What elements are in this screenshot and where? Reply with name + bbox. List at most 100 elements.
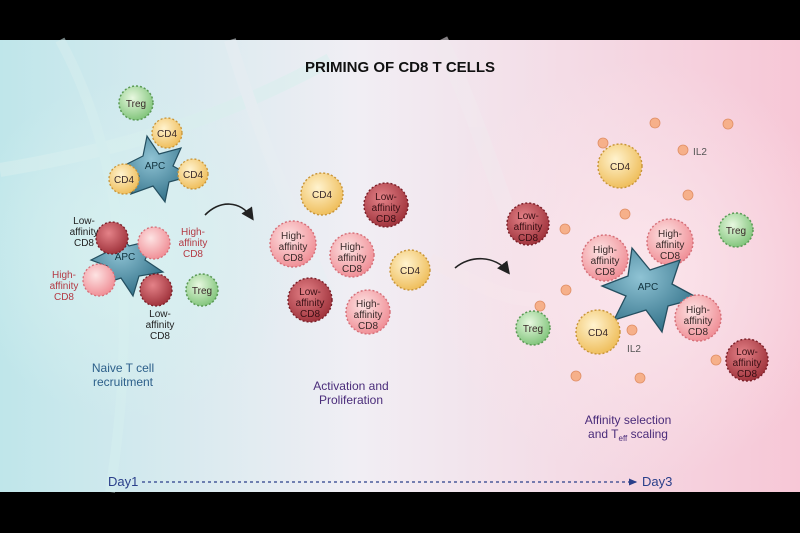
treg-cell: Treg <box>118 85 154 121</box>
treg-cell: Treg <box>718 212 754 248</box>
svg-text:CD4: CD4 <box>114 175 134 186</box>
svg-text:CD8: CD8 <box>358 321 378 332</box>
annotation-high-affinity: CD8 <box>54 292 74 303</box>
cd4-cell: CD4 <box>151 117 183 149</box>
process-arrow <box>204 203 254 221</box>
svg-text:APC: APC <box>638 282 659 293</box>
cd4-cell: CD4 <box>177 158 209 190</box>
high-affinity-cd8-cell: High- affinity CD8 <box>329 232 375 278</box>
annotation-low-affinity: CD8 <box>74 238 94 249</box>
svg-text:High-: High- <box>658 229 682 240</box>
svg-text:CD8: CD8 <box>342 264 362 275</box>
stage2-label: Proliferation <box>319 393 383 407</box>
stage3-label: Affinity selection <box>585 413 672 427</box>
svg-text:affinity: affinity <box>279 242 308 253</box>
svg-text:Treg: Treg <box>126 99 146 110</box>
svg-text:CD4: CD4 <box>588 328 608 339</box>
cd4-cell: CD4 <box>575 309 621 355</box>
stage3: IL2 IL2 CD4 Low- affinity CD8 Treg High-… <box>506 117 769 443</box>
svg-text:affinity: affinity <box>656 240 685 251</box>
annotation-high-affinity: CD8 <box>183 249 203 260</box>
svg-text:CD4: CD4 <box>157 129 177 140</box>
svg-text:affinity: affinity <box>296 298 325 309</box>
svg-text:Treg: Treg <box>523 324 543 335</box>
svg-text:CD4: CD4 <box>312 190 332 201</box>
svg-text:CD4: CD4 <box>610 162 630 173</box>
svg-text:Low-: Low- <box>736 347 758 358</box>
cd4-cell: CD4 <box>389 249 431 291</box>
annotation-low-affinity: CD8 <box>150 331 170 342</box>
svg-text:High-: High- <box>356 299 380 310</box>
annotation-low-affinity: affinity <box>70 227 99 238</box>
cd4-cell: CD4 <box>597 143 643 189</box>
low-affinity-cd8-cell: Low- affinity CD8 <box>363 182 409 228</box>
svg-text:High-: High- <box>340 242 364 253</box>
annotation-high-affinity: High- <box>52 270 76 281</box>
cd4-cell: CD4 <box>300 172 344 216</box>
svg-text:affinity: affinity <box>591 256 620 267</box>
low-affinity-cd8-cell: Low- affinity CD8 <box>725 338 769 382</box>
svg-text:CD8: CD8 <box>660 251 680 262</box>
timeline-end: Day3 <box>642 474 672 489</box>
svg-text:CD8: CD8 <box>300 309 320 320</box>
svg-text:Low-: Low- <box>375 192 397 203</box>
stage2: CD4 Low- affinity CD8 High- affinity CD8… <box>269 172 431 407</box>
svg-text:affinity: affinity <box>354 310 383 321</box>
svg-text:High-: High- <box>281 231 305 242</box>
timeline: Day1 Day3 <box>108 474 672 489</box>
svg-text:affinity: affinity <box>338 253 367 264</box>
il2-label: IL2 <box>627 344 641 355</box>
high-affinity-cd8-cell: High- affinity CD8 <box>269 220 317 268</box>
svg-text:Treg: Treg <box>192 286 212 297</box>
svg-text:Low-: Low- <box>517 211 539 222</box>
process-arrow <box>454 257 510 275</box>
svg-text:CD8: CD8 <box>518 233 538 244</box>
annotation-low-affinity: Low- <box>149 309 171 320</box>
il2-label: IL2 <box>693 147 707 158</box>
svg-text:Treg: Treg <box>726 226 746 237</box>
high-affinity-cd8-cell <box>137 226 171 260</box>
high-affinity-cd8-cell: High- affinity CD8 <box>581 234 629 282</box>
svg-text:CD8: CD8 <box>283 253 303 264</box>
annotation-high-affinity: High- <box>181 227 205 238</box>
il2-particles <box>534 117 734 384</box>
annotation-high-affinity: affinity <box>179 238 208 249</box>
svg-text:Low-: Low- <box>299 287 321 298</box>
high-affinity-cd8-cell <box>82 263 116 297</box>
svg-text:High-: High- <box>593 245 617 256</box>
treg-cell: Treg <box>515 310 551 346</box>
svg-text:CD4: CD4 <box>183 170 203 181</box>
timeline-start: Day1 <box>108 474 138 489</box>
high-affinity-cd8-cell: High- affinity CD8 <box>674 294 722 342</box>
high-affinity-cd8-cell: High- affinity CD8 <box>345 289 391 335</box>
annotation-low-affinity: Low- <box>73 216 95 227</box>
low-affinity-cd8-cell <box>139 273 173 307</box>
svg-text:affinity: affinity <box>684 316 713 327</box>
svg-text:CD8: CD8 <box>737 369 757 380</box>
low-affinity-cd8-cell: Low- affinity CD8 <box>287 277 333 323</box>
svg-text:APC: APC <box>115 252 136 263</box>
stage1-label: recruitment <box>93 375 154 389</box>
low-affinity-cd8-cell <box>95 221 129 255</box>
svg-text:High-: High- <box>686 305 710 316</box>
svg-text:CD8: CD8 <box>376 214 396 225</box>
page-title: PRIMING OF CD8 T CELLS <box>305 59 495 76</box>
cd4-cell: CD4 <box>108 163 140 195</box>
svg-text:APC: APC <box>145 161 166 172</box>
svg-text:affinity: affinity <box>514 222 543 233</box>
svg-text:CD4: CD4 <box>400 266 420 277</box>
svg-text:affinity: affinity <box>733 358 762 369</box>
stage2-label: Activation and <box>313 379 388 393</box>
low-affinity-cd8-cell: Low- affinity CD8 <box>506 202 550 246</box>
svg-text:CD8: CD8 <box>688 327 708 338</box>
stage3-label: and Teff scaling <box>588 427 668 443</box>
svg-text:affinity: affinity <box>372 203 401 214</box>
annotation-high-affinity: affinity <box>50 281 79 292</box>
stage1-label: Naive T cell <box>92 361 154 375</box>
high-affinity-cd8-cell: High- affinity CD8 <box>646 218 694 266</box>
stage1: Treg APC CD4 CD4 CD4 APC <box>50 85 219 389</box>
svg-text:CD8: CD8 <box>595 267 615 278</box>
treg-cell: Treg <box>185 273 219 307</box>
